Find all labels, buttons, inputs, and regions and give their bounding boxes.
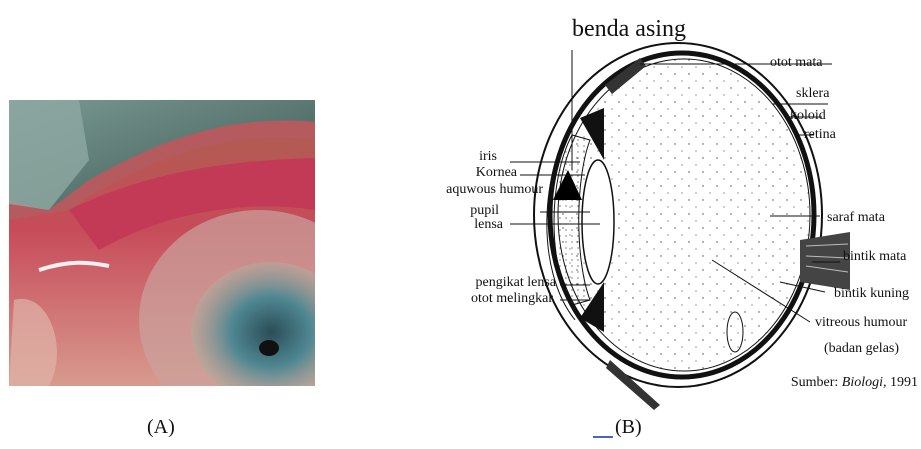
label-pupil: pupil (470, 203, 499, 218)
label-otot-melingkar: otot melingkar (471, 291, 553, 306)
source-book: Biologi, (842, 375, 887, 390)
label-iris: iris (479, 149, 497, 164)
label-pengikat-lensa: pengikat lensa (476, 275, 557, 290)
caption-b: (B) (615, 416, 642, 439)
label-bintik-kuning: bintik kuning (834, 286, 909, 301)
label-lensa: lensa (474, 217, 504, 232)
caption-a: (A) (147, 416, 175, 439)
caption-b-underline (593, 436, 613, 438)
source-prefix: Sumber: (791, 375, 842, 390)
label-badan-gelas: (badan gelas) (824, 341, 899, 356)
label-kornea: Kornea (476, 165, 518, 180)
label-retina: retina (804, 127, 837, 142)
source-credit: Sumber: Biologi, 1991 (791, 375, 918, 390)
label-aquwous-humour: aquwous humour (446, 182, 543, 197)
diagram-title: benda asing (572, 16, 686, 42)
label-saraf-mata: saraf mata (827, 210, 886, 225)
source-year: 1991 (887, 375, 919, 390)
label-sklera: sklera (796, 86, 830, 101)
label-vitreous-humour: vitreous humour (815, 315, 907, 330)
label-otot-mata: otot mata (770, 55, 823, 70)
label-bintik-mata: bintik mata (843, 249, 907, 264)
label-koloid: koloid (790, 108, 826, 123)
